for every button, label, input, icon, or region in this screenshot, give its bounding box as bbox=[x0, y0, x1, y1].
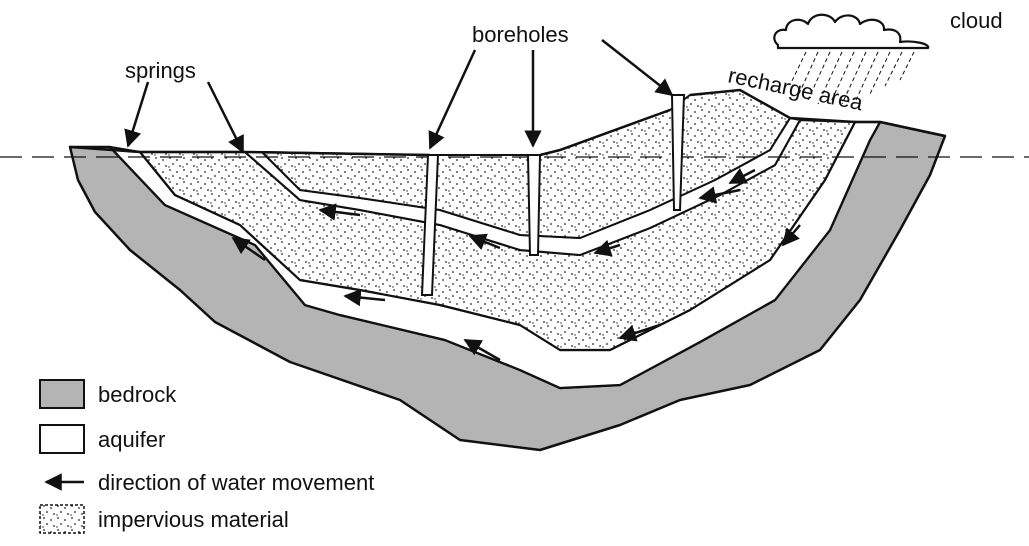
legend-bedrock-label: bedrock bbox=[98, 382, 177, 407]
springs-label: springs bbox=[125, 58, 196, 83]
label-pointers bbox=[128, 40, 672, 152]
bedrock-swatch bbox=[40, 380, 84, 408]
borehole-middle bbox=[528, 155, 540, 255]
legend-impervious-label: impervious material bbox=[98, 507, 289, 532]
boreholes-label: boreholes bbox=[472, 22, 569, 47]
legend-aquifer-label: aquifer bbox=[98, 427, 165, 452]
cloud-label: cloud bbox=[950, 8, 1003, 33]
springs-pointer bbox=[208, 82, 243, 152]
boreholes-pointer bbox=[602, 40, 672, 95]
legend: bedrock aquifer direction of water movem… bbox=[40, 380, 374, 533]
springs-pointer bbox=[128, 82, 148, 146]
legend-arrow-label: direction of water movement bbox=[98, 470, 374, 495]
aquifer-swatch bbox=[40, 425, 84, 453]
cloud-icon bbox=[774, 15, 928, 48]
stipple-swatch-icon bbox=[40, 505, 84, 533]
boreholes-pointer bbox=[430, 50, 475, 148]
